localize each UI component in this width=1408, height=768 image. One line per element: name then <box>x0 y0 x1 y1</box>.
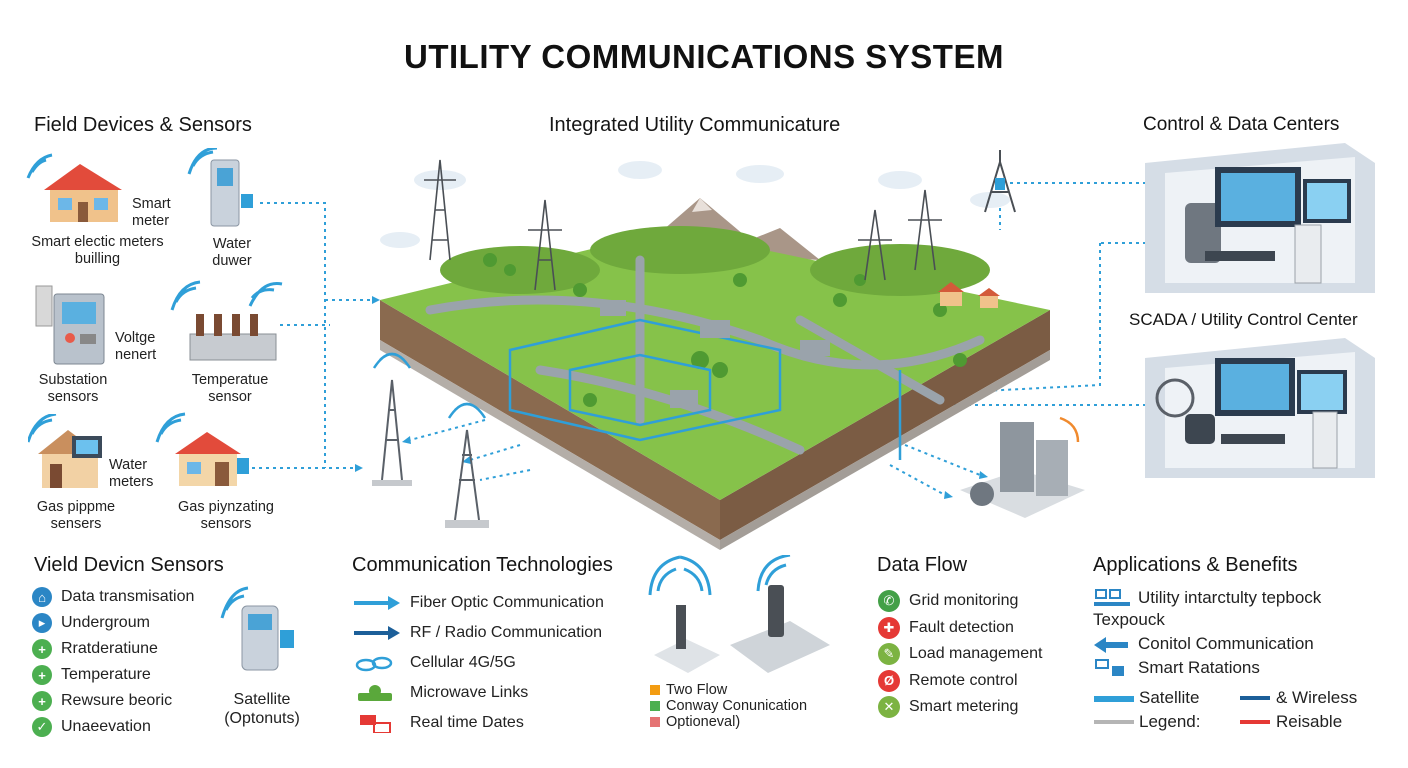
legend-item: Conway Conunication <box>650 698 807 714</box>
realtime-icon <box>354 713 400 733</box>
list-item: +Rratderatiune <box>32 636 194 662</box>
wireless-devices-icon <box>648 555 830 673</box>
list-item: RF / Radio Communication <box>354 618 604 648</box>
data-flow-heading: Data Flow <box>877 554 968 576</box>
comm-tech-heading: Communication Technologies <box>352 554 613 576</box>
gas-pig-label: Gas piynzating sensors <box>178 499 274 532</box>
wireless-line-swatch <box>1240 696 1270 700</box>
list-item: ▸Undergroum <box>32 610 194 636</box>
list-item: Microwave Links <box>354 678 604 708</box>
list-item: Cellular 4G/5G <box>354 648 604 678</box>
list-item: ✆Grid monitoring <box>878 588 1042 615</box>
house-icon <box>26 153 122 222</box>
list-item: ✓Unaeevation <box>32 714 194 740</box>
network-icon <box>1094 589 1130 606</box>
microwave-icon <box>354 683 400 703</box>
legend-item: Two Flow <box>650 682 807 698</box>
wireless-legend-label: & Wireless <box>1276 688 1358 707</box>
red-square-icon <box>650 717 660 727</box>
data-flow-list: ✆Grid monitoring ✚Fault detection ✎Load … <box>878 588 1042 721</box>
list-item: ✚Fault detection <box>878 615 1042 642</box>
legend-line-swatch <box>1094 720 1134 724</box>
arrow-left-icon <box>1094 637 1128 653</box>
plus-icon: + <box>32 639 52 659</box>
apps-line-3: Smart Ratations <box>1138 658 1260 677</box>
relay-icon <box>1095 659 1124 676</box>
list-item: +Rewsure beoric <box>32 688 194 714</box>
list-item: +Temperature <box>32 662 194 688</box>
scada-heading: SCADA / Utility Control Center <box>1129 310 1358 329</box>
home-icon: ⌂ <box>32 587 52 607</box>
apps-line-1b: Texpouck <box>1093 610 1165 629</box>
radio-towers-icon <box>372 352 489 528</box>
plus-icon: + <box>32 665 52 685</box>
list-item: Fiber Optic Communication <box>354 588 604 618</box>
list-item: ✕Smart metering <box>878 694 1042 721</box>
control-centers-heading: Control & Data Centers <box>1143 114 1340 135</box>
check-icon: ✓ <box>32 717 52 737</box>
field-devices-heading: Field Devices & Sensors <box>34 114 252 136</box>
control-center-room <box>1145 143 1375 293</box>
yield-devices-heading: Vield Devicn Sensors <box>34 554 224 576</box>
integrated-heading: Integrated Utility Communicature <box>549 114 841 136</box>
pen-icon: ✎ <box>878 643 900 666</box>
substation-sensors-label: Substation sensors <box>38 372 108 405</box>
applications-heading: Applications & Benefits <box>1093 554 1298 576</box>
gas-pipe-label: Gas pippme sensers <box>36 499 116 532</box>
connector-control-2 <box>904 243 1101 396</box>
voltage-meter-icon <box>35 285 105 365</box>
comm-tech-list: Fiber Optic Communication RF / Radio Com… <box>354 588 604 738</box>
fiber-arrow-icon <box>354 593 400 613</box>
voltage-label: Voltge nenert <box>115 330 157 363</box>
page-title: UTILITY COMMUNICATIONS SYSTEM <box>404 38 1004 75</box>
green-square-icon <box>650 701 660 711</box>
satellite-label: Satellite (Optonuts) <box>224 691 300 727</box>
satellite-legend-label: Satellite <box>1139 688 1200 707</box>
reliable-legend-label: Reisable <box>1276 712 1343 731</box>
satellite-line-swatch <box>1094 696 1134 702</box>
orange-square-icon <box>650 685 660 695</box>
water-label: Water duwer <box>212 236 252 269</box>
water-meters-label: Water meters <box>109 457 154 490</box>
radio-arrow-icon <box>354 623 400 643</box>
legend-item: Optioneval) <box>650 714 807 730</box>
cellular-icon <box>354 653 400 673</box>
play-icon: ▸ <box>32 613 52 633</box>
server-rack-icon <box>960 416 1085 518</box>
plus-icon: + <box>32 691 52 711</box>
smart-meter-label: Smart meter <box>132 196 171 229</box>
water-meter-icon <box>187 148 253 227</box>
scada-room <box>1145 338 1375 478</box>
phone-icon: ✆ <box>878 590 900 613</box>
flow-legend: Two Flow Conway Conunication Optioneval) <box>650 682 807 730</box>
cross-icon: ✚ <box>878 616 900 639</box>
apps-line-1: Utility intarctulty tepbock <box>1138 588 1322 607</box>
utility-landscape-illustration <box>380 159 1050 550</box>
remote-icon: Ø <box>878 669 900 692</box>
list-item: ⌂Data transmisation <box>32 584 194 610</box>
yield-devices-list: ⌂Data transmisation ▸Undergroum +Rratder… <box>32 584 194 740</box>
smart-building-label: Smart electic meters builling <box>31 234 164 267</box>
temperature-sensor-icon <box>170 280 283 361</box>
close-icon: ✕ <box>878 696 900 719</box>
temperature-label: Temperatue sensor <box>191 372 269 405</box>
reliable-line-swatch <box>1240 720 1270 724</box>
apps-line-2: Conitol Communication <box>1138 634 1314 653</box>
legend-label: Legend: <box>1139 712 1201 731</box>
satellite-meter-icon <box>220 586 294 671</box>
antenna-icon <box>984 150 1016 213</box>
gas-sensor-house-icon <box>155 412 249 486</box>
list-item: Real time Dates <box>354 708 604 738</box>
list-item: ✎Load management <box>878 641 1042 668</box>
water-meter-house-icon <box>28 414 102 488</box>
connector-water <box>260 202 326 468</box>
